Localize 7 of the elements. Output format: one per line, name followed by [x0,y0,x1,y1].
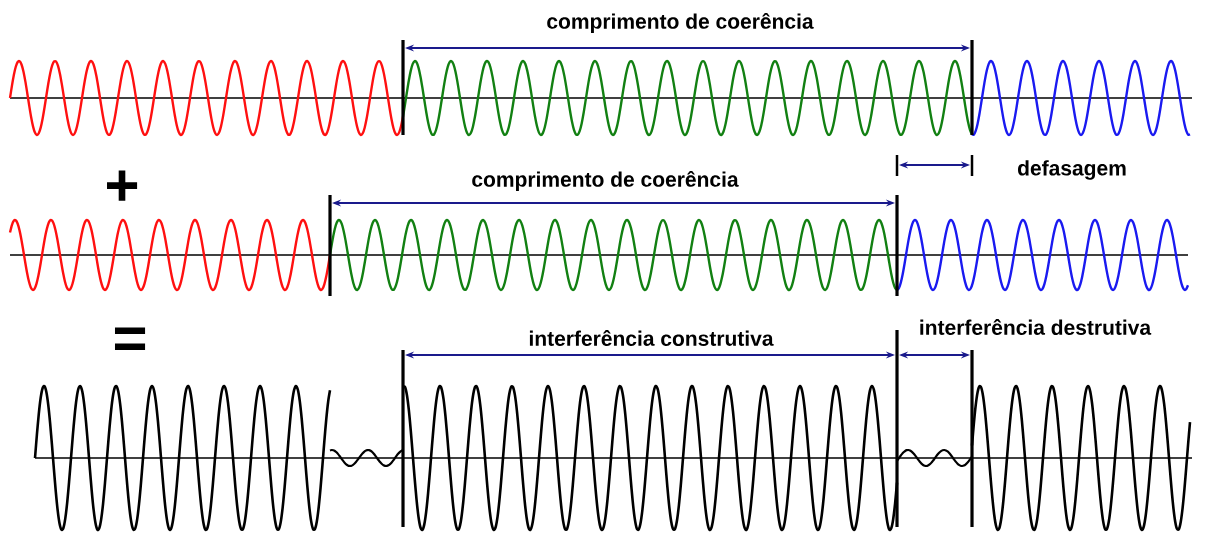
math-sign: + [107,170,138,201]
math-sign: = [115,327,146,351]
dimension-label: defasagem [1018,160,1126,180]
dimension-label: comprimento de coerência [472,170,739,191]
dimension-label: interferência construtiva [529,330,774,346]
dimension-label: comprimento de coerência [547,12,814,33]
dimension-label: interferência destrutiva [920,319,1152,335]
